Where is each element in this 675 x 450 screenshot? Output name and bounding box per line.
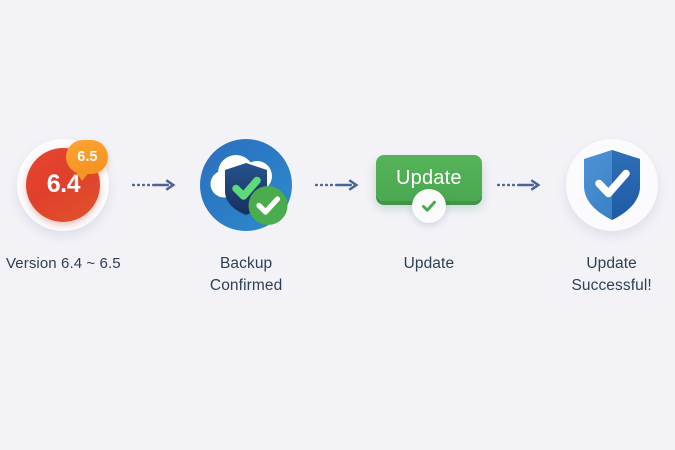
shield-check-icon bbox=[552, 132, 672, 237]
step-success-caption: Update Successful! bbox=[571, 253, 651, 297]
dotted-arrow-right-icon bbox=[314, 178, 358, 191]
step-update: Update Update bbox=[366, 132, 493, 275]
step-backup-caption-line1: Backup bbox=[219, 255, 273, 272]
update-button-icon: Update bbox=[369, 132, 489, 237]
step-success-caption-line2: Successful! bbox=[571, 277, 652, 294]
current-version-number: 6.4 bbox=[46, 169, 81, 198]
step-backup-caption: Backup Confirmed bbox=[210, 253, 282, 297]
step-backup: Backup Confirmed bbox=[183, 132, 310, 297]
update-check-badge bbox=[411, 189, 446, 223]
check-mark-icon bbox=[421, 200, 436, 212]
dotted-arrow-right-icon bbox=[497, 178, 541, 191]
step-version-caption: Version 6.4 ~ 6.5 bbox=[6, 255, 121, 272]
step-success: Update Successful! bbox=[548, 132, 675, 297]
cloud-shield-check-icon bbox=[186, 132, 306, 237]
target-version-badge: 6.5 bbox=[66, 140, 109, 181]
success-check-mark bbox=[594, 169, 630, 197]
dotted-arrow-right-icon bbox=[131, 178, 176, 191]
connector-1 bbox=[127, 132, 183, 237]
target-version-number: 6.5 bbox=[77, 148, 98, 165]
connector-2 bbox=[310, 132, 366, 237]
step-version: 6.4 6.5 Version 6.4 ~ 6.5 bbox=[0, 132, 127, 274]
version-circle-icon: 6.4 6.5 bbox=[3, 132, 123, 237]
update-button-label: Update bbox=[396, 166, 462, 189]
connector-3 bbox=[492, 132, 548, 237]
shield-check-mark bbox=[232, 176, 261, 200]
step-success-caption-line1: Update bbox=[586, 255, 637, 272]
success-shield-art bbox=[583, 149, 640, 220]
step-update-caption: Update bbox=[403, 255, 455, 272]
step-backup-caption-line2: Confirmed bbox=[209, 277, 283, 294]
update-flow-diagram: 6.4 6.5 Version 6.4 ~ 6.5 bbox=[0, 132, 675, 307]
update-button[interactable]: Update bbox=[375, 155, 482, 201]
backup-cloud-shield-art bbox=[210, 154, 273, 215]
